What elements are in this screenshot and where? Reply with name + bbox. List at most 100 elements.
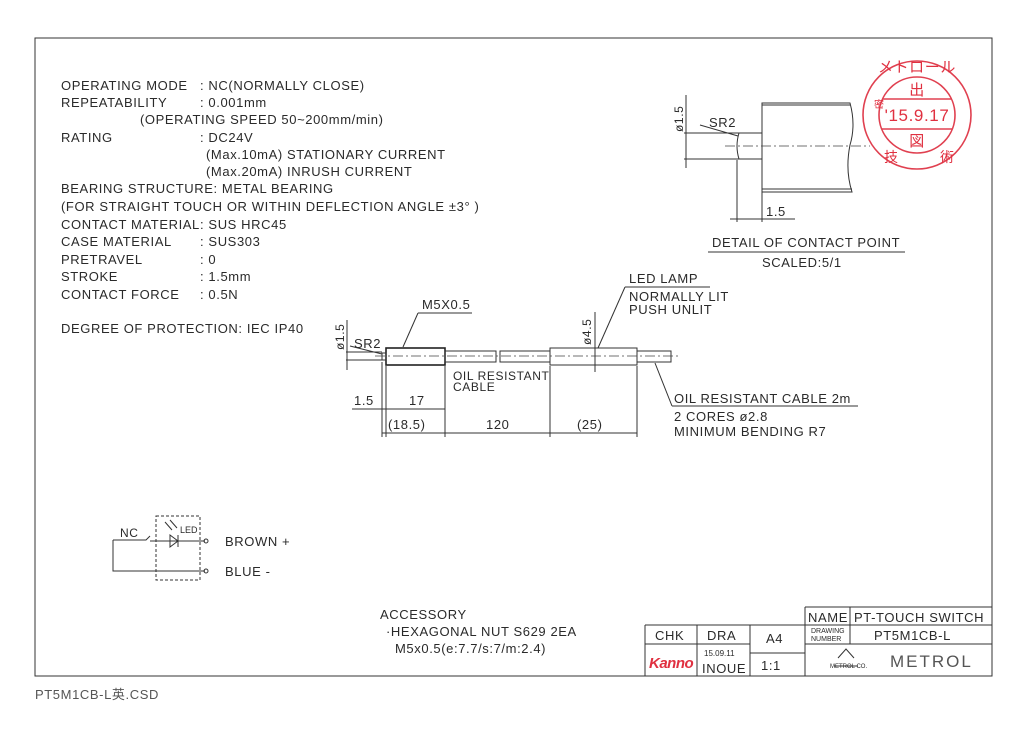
svg-text:METROL CO.: METROL CO. (830, 664, 867, 670)
spec-label: OPERATING MODE (61, 78, 188, 93)
thread-label: M5X0.5 (422, 297, 470, 312)
oil-cable-label: OIL RESISTANT (453, 369, 550, 383)
spec-row: REPEATABILITY : 0.001mm (61, 95, 267, 110)
led-diameter-label: ø4.5 (580, 319, 594, 345)
spec-row: CONTACT FORCE : 0.5N (61, 287, 238, 302)
dra-label: DRA (707, 628, 736, 643)
led-icon (169, 534, 179, 548)
threaded-body (385, 347, 446, 366)
led-lamp-label: LED LAMP (629, 271, 698, 286)
spec-value: : 0.5N (200, 287, 238, 302)
spec-row: BEARING STRUCTURE: METAL BEARING (61, 181, 334, 196)
checker-signature: Kanno (649, 655, 694, 672)
spec-row: CASE MATERIAL : SUS303 (61, 234, 260, 249)
dim-cable-length: 120 (486, 417, 510, 432)
drawing-number-label-2: NUMBER (811, 636, 841, 643)
company-name: METROL (890, 652, 973, 671)
spec-list: OPERATING MODE : NC(NORMALLY CLOSE) REPEA… (61, 78, 479, 336)
contact-tip (381, 352, 387, 361)
drafter-name: INOUE (702, 661, 746, 676)
tip-sr-label: SR2 (354, 336, 381, 351)
spec-row: PRETRAVEL: 0 (61, 252, 216, 267)
spec-label: CASE MATERIAL (61, 234, 172, 249)
spec-label: REPEATABILITY (61, 95, 167, 110)
detail-body (761, 102, 854, 193)
led-box (155, 515, 201, 581)
led-housing (549, 347, 638, 366)
spec-row: STROKE : 1.5mm (61, 269, 251, 284)
spec-row: CONTACT MATERIAL: SUS HRC45 (61, 217, 287, 232)
stamp-bottom-right: 術 (940, 149, 955, 165)
file-name: PT5M1CB-L英.CSD (35, 687, 159, 702)
spec-value: (Max.10mA) STATIONARY CURRENT (206, 147, 446, 162)
spec-value: : SUS HRC45 (200, 217, 287, 232)
spec-value: : NC(NORMALLY CLOSE) (200, 78, 365, 93)
spec-label: CONTACT MATERIAL (61, 217, 200, 232)
drawing-number: PT5M1CB-L (874, 628, 951, 643)
approval-stamp: メトロール 出 '15.9.17 図 密 技 術 (862, 59, 972, 170)
part-name: PT-TOUCH SWITCH (854, 610, 984, 625)
dim-tip-length: 1.5 (354, 393, 374, 408)
led-note-lit: NORMALLY LIT (629, 289, 729, 304)
accessory-spec: M5x0.5(e:7.7/s:7/m:2.4) (395, 641, 546, 656)
detail-title: DETAIL OF CONTACT POINT (712, 235, 900, 250)
draw-date: 15.09.11 (704, 649, 735, 658)
detail-scale: SCALED:5/1 (762, 255, 842, 270)
switch-outline-view: ø1.5 SR2 M5X0.5 ø4.5 LED LAMP NORMALLY L… (333, 271, 858, 439)
cable-segment (499, 350, 551, 363)
stamp-dept-top: 出 (909, 82, 925, 99)
dim-total-head: (18.5) (388, 417, 426, 432)
accessory-item: ·HEXAGONAL NUT S629 2EA (386, 624, 577, 639)
title-block: CHK DRA A4 Kanno 15.09.11 INOUE 1:1 NAME… (644, 606, 992, 676)
accessory-title: ACCESSORY (380, 607, 467, 622)
drawing-frame (34, 37, 993, 677)
led-label: LED (180, 525, 198, 535)
detail-tip (736, 132, 763, 160)
dim-body-length: 17 (409, 393, 425, 408)
spec-row: (Max.10mA) STATIONARY CURRENT (206, 147, 446, 162)
brown-wire-label: BROWN + (225, 534, 290, 549)
spec-value: : DC24V (200, 130, 253, 145)
cable-segment (444, 350, 497, 363)
spec-label: PRETRAVEL (61, 252, 143, 267)
nc-label: NC (120, 526, 139, 540)
detail-length-label: 1.5 (766, 204, 786, 219)
drawing-number-label: DRAWING (811, 628, 845, 635)
detail-diameter-label: ø1.5 (672, 106, 686, 132)
spec-row: (FOR STRAIGHT TOUCH OR WITHIN DEFLECTION… (61, 199, 479, 214)
stamp-company: メトロール (878, 59, 956, 76)
name-label: NAME (808, 610, 848, 625)
cable-bending: MINIMUM BENDING R7 (674, 424, 826, 439)
drawing-scale: 1:1 (761, 658, 781, 673)
spec-value: (Max.20mA) INRUSH CURRENT (206, 164, 412, 179)
spec-label: RATING (61, 130, 113, 145)
stamp-dept-bottom: 図 (909, 133, 925, 150)
dim-led-length: (25) (577, 417, 603, 432)
spec-label: BEARING STRUCTURE: METAL BEARING (61, 181, 334, 196)
spec-value: : 1.5mm (200, 269, 251, 284)
spec-row: OPERATING MODE : NC(NORMALLY CLOSE) (61, 78, 365, 93)
spec-row: (Max.20mA) INRUSH CURRENT (206, 164, 412, 179)
output-cable (636, 350, 672, 363)
oil-cable-label-2: CABLE (453, 380, 495, 394)
chk-label: CHK (655, 628, 684, 643)
spec-label: DEGREE OF PROTECTION: IEC IP40 (61, 321, 304, 336)
spec-label: STROKE (61, 269, 118, 284)
contact-detail-view: ø1.5 SR2 1.5 DETAIL OF CONTACT POINT SCA… (672, 95, 905, 270)
led-note-unlit: PUSH UNLIT (629, 302, 712, 317)
wiring-diagram: NC LED BROWN + BLUE - (112, 515, 290, 581)
spec-value: : SUS303 (200, 234, 260, 249)
metrol-logo-icon: METROL CO. (830, 648, 867, 670)
accessory-note: ACCESSORY ·HEXAGONAL NUT S629 2EA M5x0.5… (380, 607, 577, 656)
spec-label: (FOR STRAIGHT TOUCH OR WITHIN DEFLECTION… (61, 199, 479, 214)
blue-wire-label: BLUE - (225, 564, 271, 579)
spec-label: CONTACT FORCE (61, 287, 180, 302)
tip-diameter-label: ø1.5 (333, 324, 347, 350)
cable-cores: 2 CORES ø2.8 (674, 409, 768, 424)
paper-size: A4 (766, 631, 783, 646)
spec-value: : 0.001mm (200, 95, 267, 110)
spec-row: DEGREE OF PROTECTION: IEC IP40 (61, 321, 304, 336)
spec-value: (OPERATING SPEED 50~200mm/min) (140, 112, 384, 127)
cable-title: OIL RESISTANT CABLE 2m (674, 391, 851, 406)
